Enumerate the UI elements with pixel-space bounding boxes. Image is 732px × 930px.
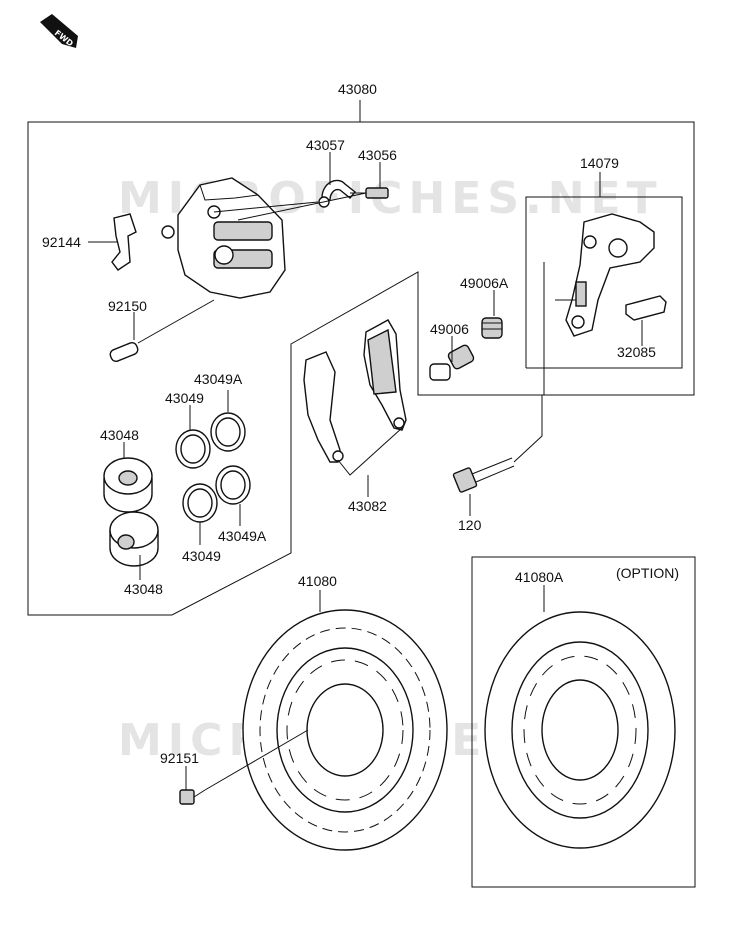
label-pad-spring: 92144 <box>42 234 81 250</box>
disc-bolt-part <box>179 789 206 805</box>
pad-spring-2-part <box>625 295 667 321</box>
seal-parts <box>175 412 251 523</box>
brake-disc-option-part <box>484 611 676 849</box>
bolt-part <box>452 457 515 493</box>
label-seal-a-top: 43049A <box>194 371 243 387</box>
label-bleeder-valve: 43056 <box>358 147 397 163</box>
label-pad-spring-2: 32085 <box>617 344 656 360</box>
pad-spring-part <box>111 213 137 271</box>
label-caliper-assembly: 43080 <box>338 81 377 97</box>
label-piston-top: 43048 <box>100 427 139 443</box>
label-bolt: 120 <box>458 517 482 533</box>
brake-pad-parts <box>303 319 407 463</box>
label-piston-bottom: 43048 <box>124 581 163 597</box>
label-disc-option: 41080A <box>515 569 564 585</box>
label-pin: 92150 <box>108 298 147 314</box>
option-frame <box>471 556 696 888</box>
label-brake-pads: 43082 <box>348 498 387 514</box>
label-bracket: 14079 <box>580 155 619 171</box>
bleeder-cap-part <box>318 179 356 208</box>
label-seal-a-bottom: 43049A <box>218 528 267 544</box>
label-boot: 49006 <box>430 321 469 337</box>
pin-part <box>109 299 215 362</box>
piston-parts <box>103 457 159 567</box>
caliper-assembly-frame <box>27 121 695 616</box>
boot-part <box>429 344 475 381</box>
bracket-frame <box>525 196 683 369</box>
brake-disc-part <box>242 609 448 851</box>
bracket-part <box>555 213 655 337</box>
label-disc: 41080 <box>298 573 337 589</box>
label-boot-a: 49006A <box>460 275 509 291</box>
label-seal-top: 43049 <box>165 390 204 406</box>
label-disc-bolt: 92151 <box>160 750 199 766</box>
label-bleeder-cap: 43057 <box>306 137 345 153</box>
boot-a-part <box>481 317 503 339</box>
option-label: (OPTION) <box>616 565 679 581</box>
label-seal-bottom: 43049 <box>182 548 221 564</box>
fwd-arrow-icon: FWD <box>40 14 78 49</box>
